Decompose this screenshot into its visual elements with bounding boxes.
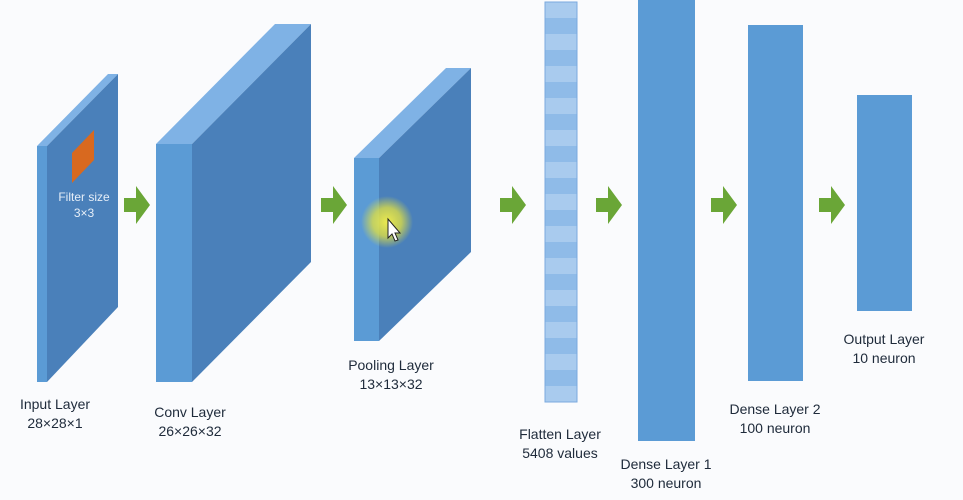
flatten-cell (545, 354, 577, 371)
filter-size-value: 3×3 (73, 206, 95, 220)
flatten-layer-shape: 5408 values (522, 445, 598, 461)
flatten-cell (545, 130, 577, 147)
flatten-layer-name: Flatten Layer (519, 426, 601, 442)
flatten-cell (545, 338, 577, 355)
right-arrow-icon (321, 186, 347, 224)
dense-layer-1-block (638, 0, 695, 441)
dense-layer-2-name: Dense Layer 2 (729, 401, 821, 417)
right-arrow-icon (124, 186, 150, 224)
flatten-cell (545, 322, 577, 339)
conv-layer-side (192, 24, 311, 382)
dense-layer-2-label: Dense Layer 2 100 neuron (729, 400, 820, 438)
pooling-layer-top (354, 68, 471, 158)
conv-layer-label: Conv Layer 26×26×32 (154, 403, 226, 441)
right-arrow-icon (711, 186, 737, 224)
conv-layer-block (156, 24, 311, 382)
dense-layer-2-shape: 100 neuron (739, 420, 811, 436)
input-layer-block (37, 74, 118, 382)
cursor-highlight (361, 196, 413, 248)
flatten-cell (545, 34, 577, 51)
flatten-layer-block (544, 1, 578, 403)
right-arrow-icon (596, 186, 622, 224)
arrows (124, 186, 845, 224)
flatten-cell (545, 114, 577, 131)
dense-layer-1-shape: 300 neuron (630, 475, 702, 491)
flatten-cell (545, 194, 577, 211)
flatten-cell (545, 66, 577, 83)
output-layer-shape: 10 neuron (852, 350, 916, 366)
conv-layer-name: Conv Layer (154, 404, 226, 420)
mouse-cursor-icon (387, 217, 402, 242)
flatten-cell (545, 370, 577, 387)
pooling-layer-block (354, 68, 471, 341)
flatten-layer-label: Flatten Layer 5408 values (519, 425, 601, 463)
output-layer-name: Output Layer (843, 331, 925, 347)
flatten-cell (545, 306, 577, 323)
pooling-layer-shape: 13×13×32 (359, 376, 423, 392)
input-layer-name: Input Layer (19, 396, 91, 412)
flatten-cell (545, 2, 577, 19)
flatten-cell (545, 258, 577, 275)
right-arrow-icon (500, 186, 526, 224)
conv-layer-shape: 26×26×32 (158, 423, 222, 439)
dense-layer-2-block (748, 25, 803, 381)
flatten-cell (545, 226, 577, 243)
pooling-layer-name: Pooling Layer (348, 357, 434, 373)
flatten-cell (545, 386, 577, 403)
flatten-cell (545, 82, 577, 99)
flatten-cell (545, 98, 577, 115)
output-layer-label: Output Layer 10 neuron (844, 330, 925, 368)
conv-layer-top (156, 24, 311, 144)
filter-square (72, 130, 94, 183)
flatten-outline (544, 1, 578, 403)
pooling-layer-front (354, 158, 379, 341)
flatten-cell (545, 18, 577, 35)
filter-size-title: Filter size (58, 190, 110, 204)
output-layer-block (857, 95, 912, 311)
pooling-layer-label: Pooling Layer 13×13×32 (348, 356, 434, 394)
flatten-cell (545, 146, 577, 163)
pooling-layer-side (379, 68, 471, 341)
conv-layer-front (156, 144, 192, 382)
input-layer-front (37, 146, 47, 382)
flatten-cell (545, 210, 577, 227)
input-layer-side (47, 74, 118, 382)
flatten-cell (545, 50, 577, 67)
filter-size-label: Filter size 3×3 (58, 189, 109, 221)
flatten-cell (545, 290, 577, 307)
right-arrow-icon (819, 186, 845, 224)
flatten-cell (545, 162, 577, 179)
flatten-cell (545, 274, 577, 291)
dense-layer-1-name: Dense Layer 1 (620, 456, 712, 472)
flatten-cell (545, 242, 577, 259)
flatten-cell (545, 178, 577, 195)
input-layer-shape: 28×28×1 (27, 415, 83, 431)
input-layer-label: Input Layer 28×28×1 (20, 395, 90, 433)
input-layer-top (37, 74, 118, 146)
dense-layer-1-label: Dense Layer 1 300 neuron (620, 455, 711, 493)
